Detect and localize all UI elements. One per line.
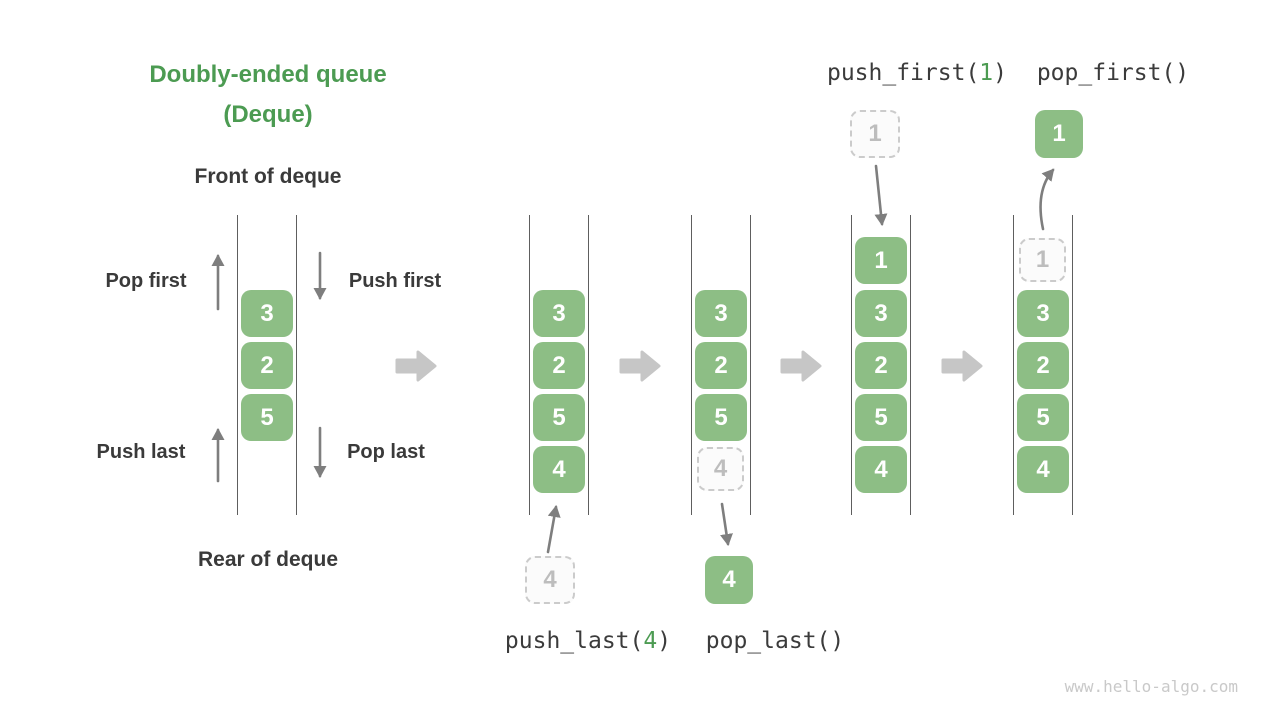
queue-rails-after-push-first <box>851 215 911 515</box>
code-text: ) <box>657 628 672 654</box>
deque-cell: 1 <box>855 237 907 284</box>
queue-rails-after-pop-last <box>691 215 751 515</box>
queue-rails-initial <box>237 215 297 515</box>
code-arg: 4 <box>643 628 658 654</box>
deque-cell: 5 <box>533 394 585 441</box>
deque-cell: 4 <box>1017 446 1069 493</box>
diagram-title-line1: Doubly-ended queue <box>149 61 387 88</box>
watermark: www.hello-algo.com <box>1064 677 1238 696</box>
push-first-code-label: push_first(1) <box>827 60 1007 86</box>
front-of-deque-label: Front of deque <box>194 165 342 188</box>
transition-arrow-icon <box>619 350 661 382</box>
pop-first-label: Pop first <box>105 270 187 292</box>
pop-last-code-label: pop_last() <box>705 628 845 654</box>
deque-cell: 3 <box>533 290 585 337</box>
deque-cell: 5 <box>695 394 747 441</box>
popped-element: 1 <box>1035 110 1083 158</box>
popped-element: 4 <box>705 556 753 604</box>
deque-cell: 2 <box>1017 342 1069 389</box>
incoming-element-ghost: 1 <box>850 110 900 158</box>
diagram-title-line2: (Deque) <box>223 101 313 128</box>
queue-rails-after-pop-first <box>1013 215 1073 515</box>
deque-cell: 2 <box>695 342 747 389</box>
deque-cell: 3 <box>695 290 747 337</box>
deque-cell: 3 <box>855 290 907 337</box>
deque-cell: 4 <box>855 446 907 493</box>
deque-cell: 5 <box>241 394 293 441</box>
pop-first-code-label: pop_first() <box>1036 60 1190 86</box>
transition-arrow-icon <box>780 350 822 382</box>
deque-cell: 3 <box>1017 290 1069 337</box>
deque-cell: 2 <box>855 342 907 389</box>
removed-slot-ghost: 4 <box>697 447 744 491</box>
deque-cell: 5 <box>855 394 907 441</box>
code-arg: 1 <box>979 60 994 86</box>
transition-arrow-icon <box>395 350 437 382</box>
transition-arrow-icon <box>941 350 983 382</box>
removed-slot-ghost: 1 <box>1019 238 1066 282</box>
code-text: push_last( <box>504 628 644 654</box>
incoming-element-ghost: 4 <box>525 556 575 604</box>
deque-cell: 4 <box>533 446 585 493</box>
deque-cell: 2 <box>241 342 293 389</box>
push-last-code-label: push_last(4) <box>505 628 671 654</box>
pop-last-label: Pop last <box>347 441 425 463</box>
rear-of-deque-label: Rear of deque <box>197 548 339 571</box>
code-text: ) <box>993 60 1008 86</box>
deque-cell: 2 <box>533 342 585 389</box>
push-last-label: Push last <box>96 441 186 463</box>
push-first-label: Push first <box>348 270 442 292</box>
code-text: push_first( <box>826 60 980 86</box>
queue-rails-after-push-last <box>529 215 589 515</box>
deque-cell: 3 <box>241 290 293 337</box>
deque-cell: 5 <box>1017 394 1069 441</box>
